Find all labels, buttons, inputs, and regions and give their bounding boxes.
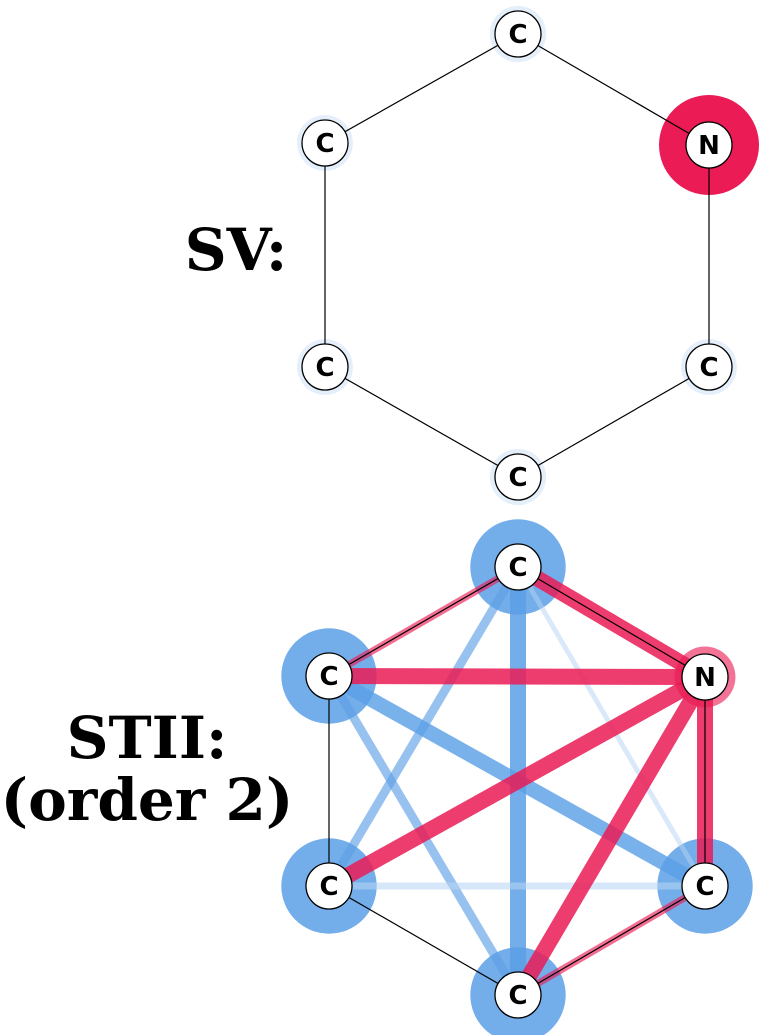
bond-bottom-lower_left [328, 885, 519, 996]
atom-symbol-label: C [508, 463, 527, 493]
interaction-edge-top-lower_left [325, 564, 522, 889]
sv-bond-layer [324, 33, 710, 478]
sv-panel-label: SV: [185, 216, 287, 284]
atom-node-lower_left: C [305, 862, 353, 910]
atom-circle [494, 543, 542, 591]
atom-node-top: C [494, 543, 542, 591]
atom-node-lower_right: C [685, 343, 733, 391]
atom-node-upper_right: N [681, 653, 729, 701]
sv-attribution-glow-layer [297, 5, 759, 506]
atom-symbol-label: N [698, 131, 720, 161]
stii-panel: STII: (order 2) C N C C C C [1, 519, 753, 1035]
atom-node-upper_right: N [685, 121, 733, 169]
stii-interaction-layer [325, 560, 713, 1000]
sv-atom-layer: C N C C C C [301, 10, 733, 501]
stii-panel-label-line-1: STII: [67, 704, 228, 772]
atom-circle [685, 343, 733, 391]
atom-symbol-label: C [508, 20, 527, 50]
atom-circle [494, 971, 542, 1019]
atom-circle [301, 343, 349, 391]
bond-top-upper_right [517, 566, 706, 678]
atom-symbol-label: C [508, 981, 527, 1011]
bond-lower_right-bottom [517, 366, 710, 478]
bond-upper_left-top [328, 566, 519, 677]
sv-panel: SV: C N C C C C [185, 5, 759, 506]
atom-circle [301, 119, 349, 167]
atom-circle [494, 10, 542, 58]
atom-circle [305, 652, 353, 700]
atom-symbol-label: C [319, 662, 338, 692]
atom-circle [681, 653, 729, 701]
atom-symbol-label: C [699, 353, 718, 383]
atom-node-bottom: C [494, 971, 542, 1019]
atom-circle [494, 453, 542, 501]
atom-symbol-label: C [315, 353, 334, 383]
atom-symbol-label: C [315, 129, 334, 159]
atom-node-upper_left: C [305, 652, 353, 700]
atom-node-top: C [494, 10, 542, 58]
atom-symbol-label: C [508, 553, 527, 583]
stii-bond-layer [328, 566, 706, 996]
interaction-edge-upper_right-upper_left [328, 668, 706, 685]
atom-circle [685, 121, 733, 169]
bond-bottom-lower_left [324, 366, 519, 478]
atom-node-lower_left: C [301, 343, 349, 391]
atom-symbol-label: N [694, 663, 716, 693]
bond-upper_left-top [324, 33, 519, 144]
atom-node-lower_right: C [681, 862, 729, 910]
interaction-edge-upper_right-bottom [511, 672, 712, 1000]
atom-node-upper_left: C [301, 119, 349, 167]
atom-circle [305, 862, 353, 910]
bond-lower_right-bottom [517, 885, 706, 996]
bond-top-upper_right [517, 33, 710, 146]
atom-symbol-label: C [695, 872, 714, 902]
atom-symbol-label: C [319, 872, 338, 902]
stii-panel-label-line-2: (order 2) [1, 766, 294, 834]
atom-circle [681, 862, 729, 910]
interaction-edge-upper_right-lower_left [325, 670, 709, 893]
stii-atom-layer: C N C C C C [305, 543, 729, 1019]
atom-node-bottom: C [494, 453, 542, 501]
